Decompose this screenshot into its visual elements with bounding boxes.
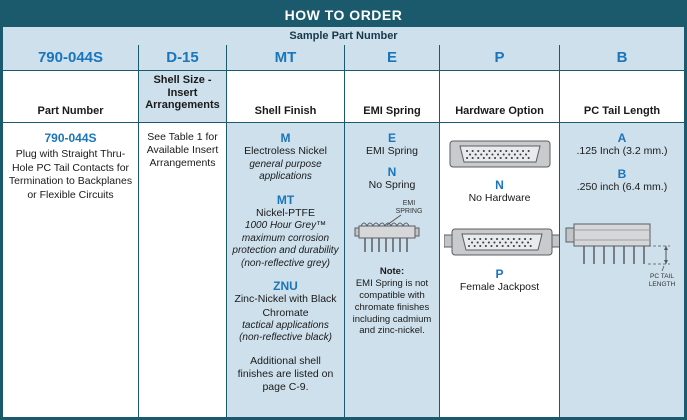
option-code: MT [276, 192, 295, 207]
sample-code-pc-tail-length: B [616, 49, 628, 66]
option-code: N [495, 178, 504, 192]
option-code: A [617, 131, 627, 145]
option-code: M [280, 131, 291, 145]
option-name: Nickel-PTFE [256, 206, 315, 219]
pc-tail-length-cell: A .125 Inch (3.2 mm.) B .250 inch (6.4 m… [560, 123, 684, 417]
part-number-description: Plug with Straight Thru-Hole PC Tail Con… [8, 148, 133, 201]
option-code: P [495, 266, 504, 281]
option-detail: (non-reflective black) [239, 332, 332, 344]
shell-finish-option-mt: MT Nickel-PTFE 1000 Hour Grey™ maximum c… [231, 193, 340, 271]
column-header-pc-tail-length: PC Tail Length [583, 105, 661, 118]
pc-tail-connector-illustration: PC TAIL LENGTH [565, 223, 676, 288]
sample-part-number-heading: Sample Part Number [3, 27, 684, 45]
shell-finish-option-znu: ZNU Zinc-Nickel with Black Chromate tact… [231, 279, 340, 345]
option-name: Electroless Nickel [244, 145, 327, 158]
part-number-cell: 790-044S Plug with Straight Thru-Hole PC… [3, 123, 139, 417]
emi-spring-connector-illustration: EMI SPRING [354, 200, 423, 253]
hardware-option-cell: N No Hardware P Female Jackpost [440, 123, 560, 417]
sample-code-part-number: 790-044S [3, 45, 139, 70]
shell-finish-option-m: M Electroless Nickel general purpose app… [231, 131, 340, 184]
column-header-shell-size: Shell Size - Insert Arrangements [139, 71, 227, 122]
emi-spring-cell: E EMI Spring N No Spring EMI SPRING [345, 123, 440, 417]
column-header-part-number: Part Number [3, 71, 139, 122]
female-jackpost-connector-illustration [444, 228, 559, 256]
shell-size-text: See Table 1 for Available Insert Arrange… [146, 131, 219, 170]
emi-callout-line1: EMI [403, 200, 416, 207]
option-name: No Spring [368, 178, 416, 191]
option-name: .125 Inch (3.2 mm.) [576, 145, 668, 158]
option-detail: general purpose applications [249, 158, 322, 183]
sample-code-shell-finish: MT [227, 45, 345, 70]
note-label: Note: [379, 266, 405, 278]
emi-spring-note: Note: EMI Spring is not compatible with … [349, 266, 435, 337]
emi-callout-line2: SPRING [396, 208, 423, 215]
sample-codes-row: 790-044S D-15 MT E P B [3, 45, 684, 71]
option-detail: 1000 Hour Grey™ [244, 220, 327, 232]
option-code: B [617, 166, 627, 181]
option-detail: tactical applications [242, 319, 329, 331]
table-body-row: 790-044S Plug with Straight Thru-Hole PC… [3, 123, 684, 417]
shell-finish-footer: Additional shell finishes are listed on … [237, 354, 334, 393]
option-name: .250 inch (6.4 mm.) [576, 180, 668, 193]
shell-finish-cell: M Electroless Nickel general purpose app… [227, 123, 345, 417]
option-name: EMI Spring [366, 145, 418, 158]
option-name: Female Jackpost [459, 280, 540, 293]
column-header-shell-finish: Shell Finish [227, 71, 345, 122]
column-header-emi-spring: EMI Spring [345, 71, 440, 122]
sample-code-hardware-option: P [440, 45, 560, 70]
option-name: Zinc-Nickel with Black Chromate [234, 293, 337, 319]
part-number-code: 790-044S [44, 131, 97, 145]
option-code: E [387, 131, 396, 145]
sample-code-emi-spring: E [345, 45, 440, 70]
shell-size-cell: See Table 1 for Available Insert Arrange… [139, 123, 227, 417]
column-header-hardware-option: Hardware Option [440, 71, 560, 122]
no-hardware-connector-illustration [449, 140, 550, 168]
note-text: EMI Spring is not compatible with chroma… [352, 277, 432, 337]
option-detail: (non-reflective grey) [241, 257, 330, 269]
pc-tail-callout-line2: LENGTH [649, 281, 676, 288]
option-code: ZNU [273, 279, 298, 294]
option-code: N [387, 164, 397, 179]
table-title: HOW TO ORDER [3, 3, 684, 27]
column-headers-row: Part Number Shell Size - Insert Arrangem… [3, 71, 684, 123]
option-detail: maximum corrosion protection and durabil… [232, 232, 339, 257]
sample-code-shell-size: D-15 [139, 45, 227, 70]
option-name: No Hardware [468, 192, 531, 205]
pc-tail-callout-line1: PC TAIL [650, 273, 674, 280]
